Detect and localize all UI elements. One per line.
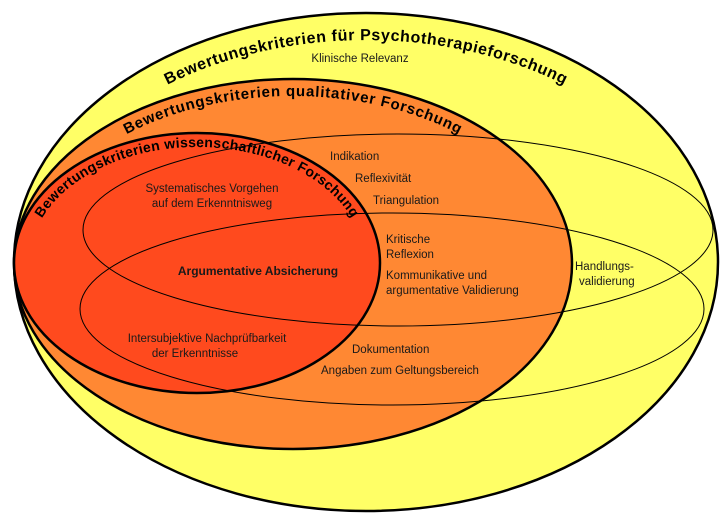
label-triangulation: Triangulation [373,195,439,207]
label-handlungs: Handlungs- [575,261,634,273]
label-systematisches: Systematisches Vorgehen [146,183,279,195]
label-intersubjektive: Intersubjektive Nachprüfbarkeit [128,333,287,345]
label-validierung: validierung [579,276,635,288]
label-reflexivitaet: Reflexivität [355,173,412,185]
label-dokumentation: Dokumentation [352,344,429,356]
label-kritische: Kritische [386,234,430,246]
label-argumentative-absicherung: Argumentative Absicherung [178,264,338,278]
thin-ellipse-lower [79,212,705,406]
label-kommunikative: Kommunikative und [386,270,487,282]
set-scientific-ellipse [12,131,382,395]
label-reflexion: Reflexion [386,249,434,261]
label-angaben: Angaben zum Geltungsbereich [321,365,479,377]
label-klinische-relevanz: Klinische Relevanz [311,53,408,65]
label-erkenntnisse: der Erkenntnisse [152,348,238,360]
label-argumentative-validierung: argumentative Validierung [386,285,519,297]
thin-ellipse-upper [82,133,714,327]
label-erkenntnisweg: auf dem Erkenntnisweg [152,198,272,210]
label-indikation: Indikation [330,151,379,163]
